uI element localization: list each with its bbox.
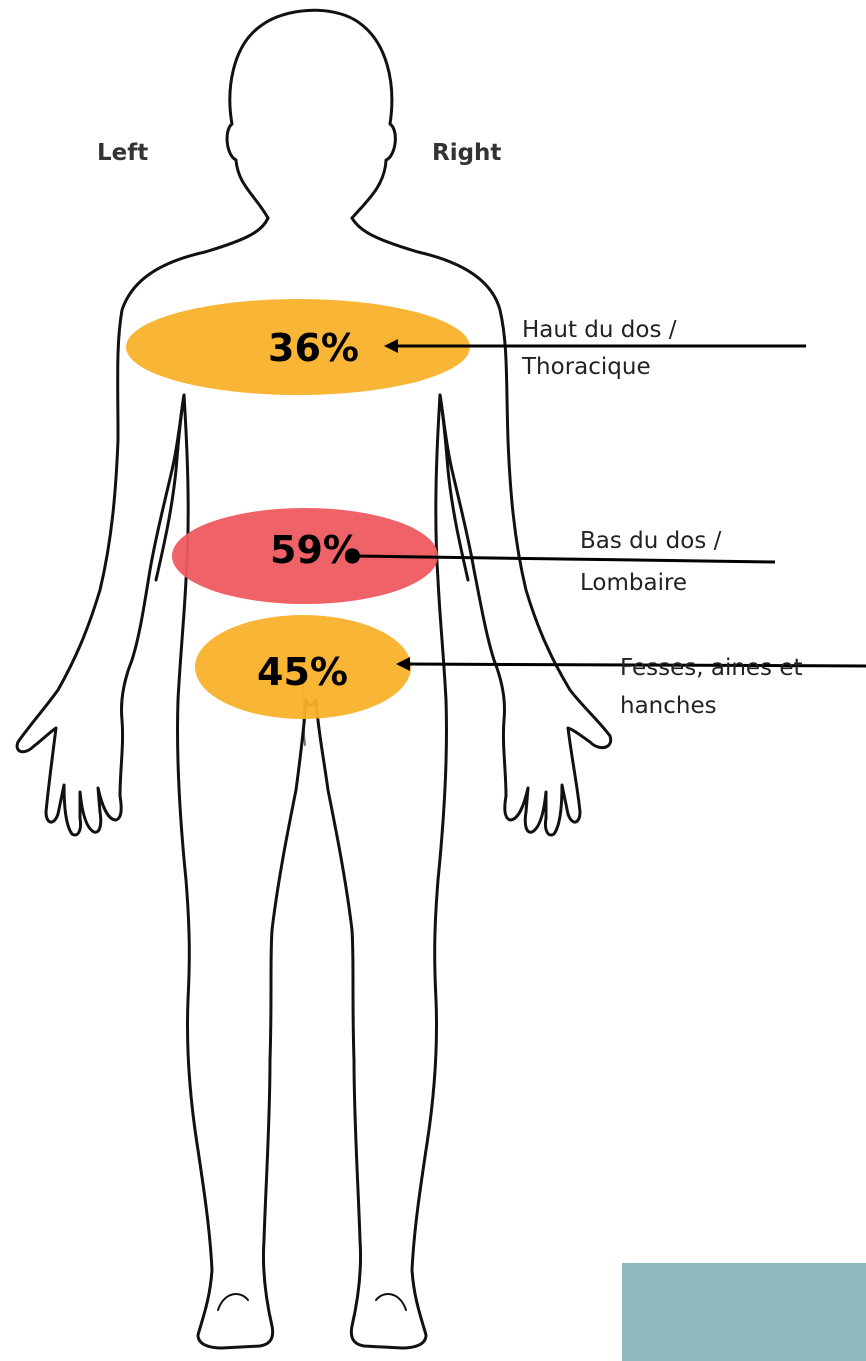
buttocks-label-line2: hanches [620,693,717,719]
region-buttocks-groin-hips: 45% Fesses, aines et hanches [195,615,866,719]
region-lower-back: 59% Bas du dos / Lombaire [172,508,775,604]
right-ankle-mark [376,1294,406,1310]
upper-back-label-line2: Thoracique [521,354,651,380]
lower-back-label-line2: Lombaire [580,570,687,596]
right-side-label: Right [432,140,501,166]
region-upper-back: 36% Haut du dos / Thoracique [126,299,806,395]
head-outline [227,10,395,218]
left-ankle-mark [218,1294,248,1310]
upper-back-label-line1: Haut du dos / [522,317,677,343]
right-inner-arm [440,395,468,580]
lower-back-dot [348,550,360,562]
lower-back-percent: 59% [270,528,361,572]
left-side-label: Left [97,140,148,166]
upper-back-percent: 36% [268,326,359,370]
corner-decorative-block [622,1263,866,1361]
buttocks-percent: 45% [257,650,348,694]
lower-back-label-line1: Bas du dos / [580,528,722,554]
buttocks-label-line1: Fesses, aines et [620,655,803,681]
